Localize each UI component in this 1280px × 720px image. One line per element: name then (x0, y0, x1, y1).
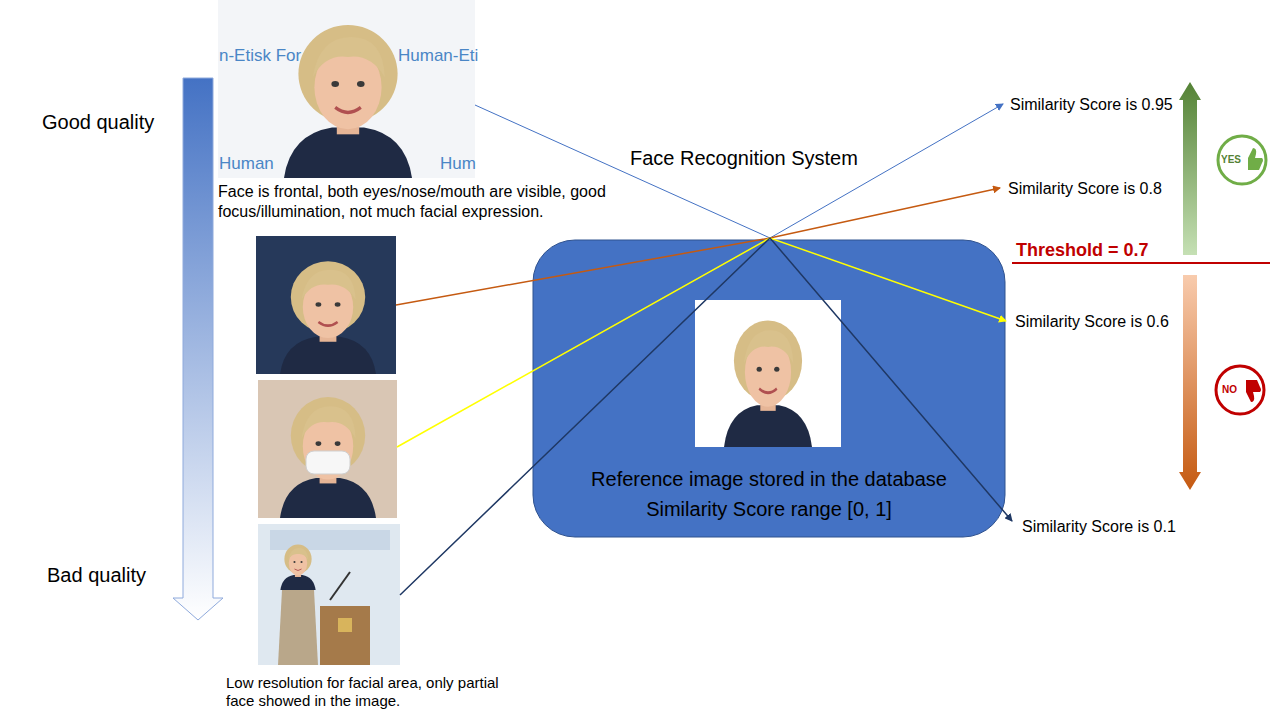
backdrop-text: Human-Eti (398, 46, 478, 66)
node-text: Similarity Score range [0, 1] (533, 494, 1005, 524)
icon-text: NO (1222, 384, 1237, 396)
backdrop-text: Hum (440, 154, 476, 174)
threshold-label: Threshold = 0.7 (1016, 240, 1149, 262)
score-label: Similarity Score is 0.95 (1010, 95, 1173, 114)
backdrop-text: Human (219, 154, 274, 174)
icon-text: YES (1221, 154, 1241, 166)
photo-frame: Low resolution for facial area, only par… (226, 524, 501, 716)
score-line (475, 104, 1003, 238)
score-line (400, 238, 1012, 595)
score-line (397, 238, 1006, 447)
axis-label: Bad quality (47, 563, 146, 587)
node-text: Low resolution for facial area, only par… (226, 674, 501, 710)
score-label: Similarity Score is 0.1 (1022, 517, 1176, 536)
score-label: Similarity Score is 0.8 (1008, 179, 1162, 198)
system-label: Face Recognition System (630, 146, 858, 170)
axis-label: Good quality (42, 110, 154, 134)
photo-frame: Face is frontal, both eyes/nose/mouth ar… (218, 0, 618, 228)
score-label: Similarity Score is 0.6 (1015, 312, 1169, 331)
node-text: Reference image stored in the database (533, 464, 1005, 494)
backdrop-text: n-Etisk For (219, 46, 301, 66)
database-box: Reference image stored in the databaseSi… (533, 240, 1005, 537)
node-text: Face is frontal, both eyes/nose/mouth ar… (218, 182, 618, 222)
